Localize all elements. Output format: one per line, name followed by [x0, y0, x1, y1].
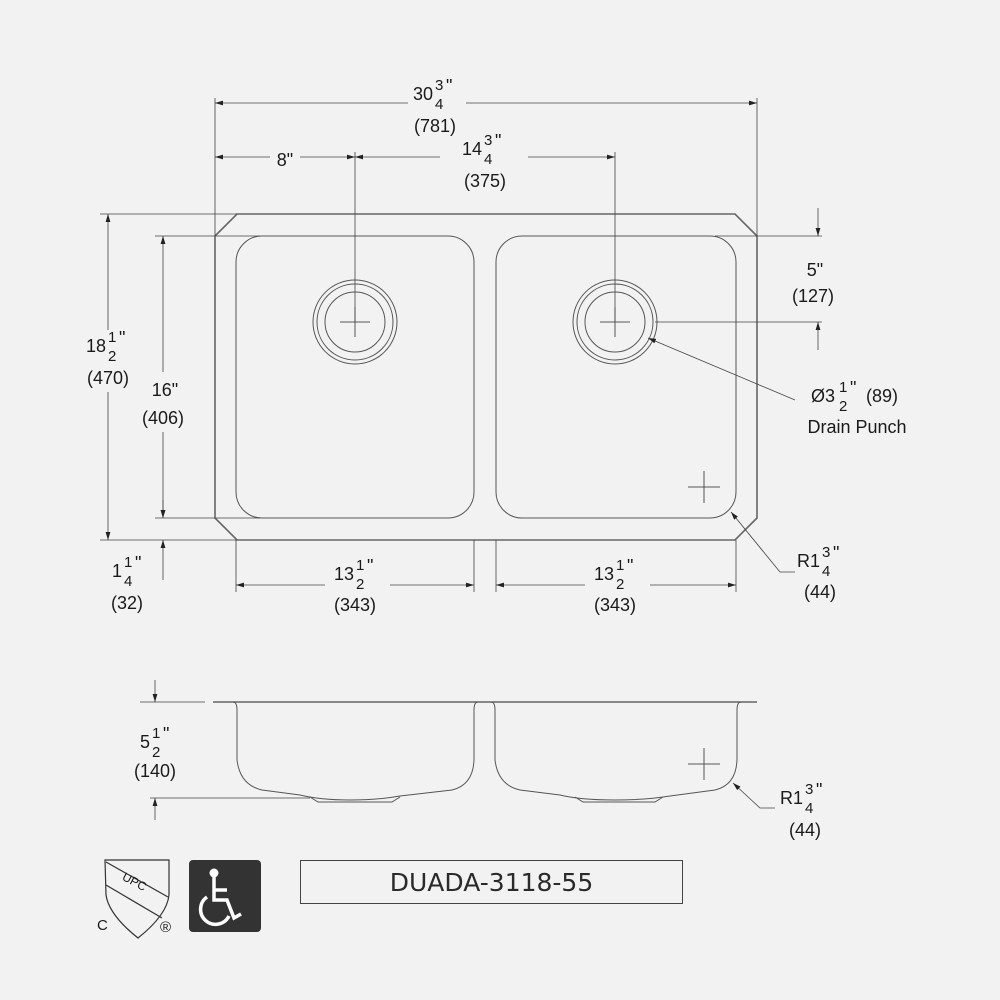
side-view: [213, 701, 757, 803]
svg-text:(127): (127): [792, 286, 834, 306]
svg-text:": ": [135, 553, 141, 573]
svg-text:(44): (44): [789, 820, 821, 840]
svg-text:UPC: UPC: [120, 870, 149, 894]
svg-text:4: 4: [124, 573, 132, 590]
svg-text:2: 2: [356, 576, 364, 593]
svg-text:2: 2: [839, 398, 847, 415]
svg-text:4: 4: [822, 563, 830, 580]
extension-lines: [100, 98, 822, 592]
svg-text:18: 18: [86, 336, 106, 356]
svg-text:Ø3: Ø3: [811, 386, 835, 406]
wheelchair-accessible-icon: [189, 860, 261, 932]
svg-text:1: 1: [152, 725, 160, 742]
svg-text:4: 4: [484, 151, 492, 168]
svg-text:3: 3: [822, 544, 830, 561]
svg-text:(343): (343): [334, 595, 376, 615]
svg-text:(140): (140): [134, 761, 176, 781]
svg-text:": ": [833, 543, 839, 563]
right-bowl: [495, 235, 737, 519]
dim-corner-radius-side: R1 3 4 " (44): [780, 780, 822, 840]
dim-right-bowl-width: 13 1 2 " (343): [594, 556, 636, 615]
svg-text:1: 1: [108, 329, 116, 346]
svg-text:®: ®: [160, 919, 171, 936]
dim-drain-punch: Ø3 1 2 " (89) Drain Punch: [807, 378, 906, 437]
model-number: DUADA-3118-55: [300, 860, 683, 904]
dim-overall-width: 30 3 4 " (781): [413, 76, 456, 136]
dim-bowl-height: 5 1 2 " (140): [134, 724, 176, 781]
svg-text:(406): (406): [142, 408, 184, 428]
svg-text:1: 1: [839, 379, 847, 396]
svg-text:5": 5": [807, 260, 823, 280]
side-left-bowl: [232, 701, 479, 801]
svg-text:3: 3: [435, 77, 443, 94]
svg-text:(89): (89): [866, 386, 898, 406]
sink-outline: [214, 213, 758, 541]
svg-text:": ": [816, 780, 822, 800]
svg-text:4: 4: [435, 96, 443, 113]
svg-text:": ": [119, 328, 125, 348]
side-dimension-lines: [140, 680, 775, 820]
dim-overall-depth: 18 1 2 " (470): [86, 328, 129, 388]
svg-text:3: 3: [484, 132, 492, 149]
svg-text:13: 13: [334, 564, 354, 584]
svg-text:16": 16": [152, 380, 178, 400]
dim-bottom-offset: 1 1 4 " (32): [111, 553, 143, 613]
svg-text:": ": [850, 378, 856, 398]
svg-text:2: 2: [108, 348, 116, 365]
svg-text:4: 4: [805, 800, 813, 817]
dim-drain-from-back: 5" (127): [792, 260, 834, 306]
svg-text:": ": [627, 556, 633, 576]
dim-drain-spacing: 14 3 4 " (375): [462, 131, 506, 191]
svg-text:14: 14: [462, 139, 482, 159]
svg-text:(781): (781): [414, 116, 456, 136]
svg-text:(44): (44): [804, 582, 836, 602]
svg-text:5: 5: [140, 732, 150, 752]
svg-text:2: 2: [616, 576, 624, 593]
dim-corner-radius-top: R1 3 4 " (44): [797, 543, 839, 602]
svg-text:(32): (32): [111, 593, 143, 613]
svg-text:2: 2: [152, 744, 160, 761]
svg-text:": ": [495, 131, 501, 151]
dimension-lines: [105, 100, 821, 588]
svg-text:1: 1: [112, 561, 122, 581]
dim-bowl-depth: 16" (406): [142, 380, 184, 428]
svg-text:1: 1: [356, 557, 364, 574]
svg-text:": ": [163, 724, 169, 744]
svg-text:(375): (375): [464, 171, 506, 191]
dim-left-bowl-width: 13 1 2 " (343): [334, 556, 376, 615]
svg-text:1: 1: [124, 554, 132, 571]
center-cross: [688, 471, 720, 503]
svg-text:1: 1: [616, 557, 624, 574]
svg-text:(470): (470): [87, 368, 129, 388]
svg-text:": ": [446, 76, 452, 96]
svg-text:Drain Punch: Drain Punch: [807, 417, 906, 437]
svg-text:30: 30: [413, 84, 433, 104]
svg-text:(343): (343): [594, 595, 636, 615]
svg-text:R1: R1: [780, 788, 803, 808]
top-view: [214, 213, 758, 541]
svg-text:13: 13: [594, 564, 614, 584]
svg-text:C: C: [97, 917, 108, 934]
svg-text:R1: R1: [797, 551, 820, 571]
upc-logo: UPC C ®: [97, 859, 171, 939]
dim-left-drain-offset: 8": [277, 150, 293, 170]
side-right-bowl: [490, 701, 742, 801]
svg-text:3: 3: [805, 781, 813, 798]
svg-text:": ": [367, 556, 373, 576]
